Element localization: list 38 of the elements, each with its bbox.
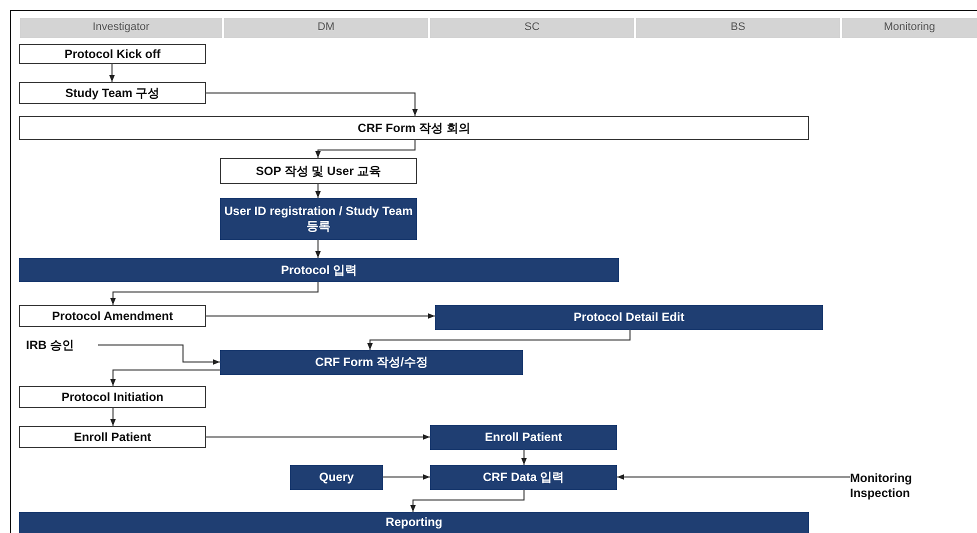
arrow bbox=[110, 282, 318, 306]
arrow bbox=[315, 140, 416, 158]
process-box: Protocol Initiation bbox=[19, 386, 206, 408]
arrow bbox=[206, 434, 430, 440]
arrow bbox=[110, 370, 220, 386]
arrow bbox=[109, 64, 115, 82]
process-box: CRF Data 입력 bbox=[430, 465, 617, 490]
arrow bbox=[110, 408, 116, 426]
lane-header: Investigator bbox=[20, 18, 222, 38]
process-box: Enroll Patient bbox=[430, 425, 617, 450]
arrow bbox=[206, 313, 436, 319]
process-box: Study Team 구성 bbox=[19, 82, 206, 104]
process-box: Enroll Patient bbox=[19, 426, 206, 448]
process-box: Protocol Amendment bbox=[19, 305, 206, 327]
process-box: Protocol Detail Edit bbox=[435, 305, 823, 330]
arrow bbox=[206, 92, 418, 116]
arrow bbox=[98, 344, 220, 365]
arrow bbox=[315, 184, 321, 198]
process-box: Protocol Kick off bbox=[19, 44, 206, 64]
process-box: Query bbox=[290, 465, 383, 490]
note-text: Monitoring Inspection bbox=[850, 469, 950, 503]
arrow bbox=[315, 240, 321, 258]
arrow bbox=[410, 490, 524, 512]
process-box: CRF Form 작성 회의 bbox=[19, 116, 809, 140]
lane-header: Monitoring bbox=[842, 18, 977, 38]
process-box: Reporting bbox=[19, 512, 809, 533]
lane-header: DM bbox=[224, 18, 428, 38]
arrow bbox=[521, 450, 527, 466]
process-box: SOP 작성 및 User 교육 bbox=[220, 158, 417, 184]
arrow bbox=[616, 474, 850, 480]
process-box: CRF Form 작성/수정 bbox=[220, 350, 523, 375]
lane-header: BS bbox=[636, 18, 840, 38]
process-box: Protocol 입력 bbox=[19, 258, 619, 282]
lane-header: SC bbox=[430, 18, 634, 38]
arrow bbox=[382, 474, 430, 480]
process-box: User ID registration / Study Team 등록 bbox=[220, 198, 417, 240]
note-text: IRB 승인 bbox=[26, 336, 98, 354]
arrow bbox=[367, 330, 630, 350]
